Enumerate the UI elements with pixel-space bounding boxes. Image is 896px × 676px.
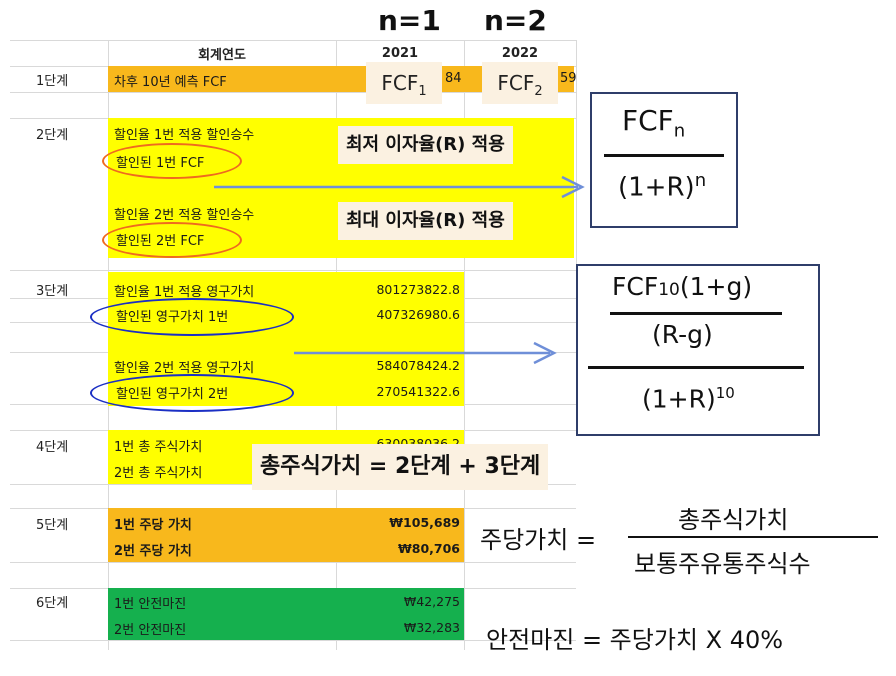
stage-label-5: 5단계 [36,518,69,533]
stage5-row-1: 1번 주당 가치 [114,518,192,533]
fcf1-subscript: 1 [418,84,427,99]
max-rate-tag: 최대 이자율(R) 적용 [338,202,513,240]
discount-formula-numerator: FCFn [622,104,685,142]
n-label-2: n=2 [484,4,547,37]
safety-margin-formula: 안전마진 = 주당가치 X 40% [486,626,784,654]
stage-label-4: 4단계 [36,440,69,455]
orange-highlight-oval-1 [102,143,242,179]
per-share-formula-lhs: 주당가치 = [480,526,597,554]
per-share-fraction-bar [628,536,878,538]
numerator-subscript: n [673,120,686,142]
fcf2-box: FCF2 [482,62,558,104]
stage6-fill [108,588,464,640]
stage4-row-1: 1번 총 주식가치 [114,440,203,455]
stage3-value-4: 270541322.6 [376,384,460,399]
stage5-value-2: ₩80,706 [397,541,460,556]
inner-fraction-bar [610,312,782,315]
year-2022-header: 2022 [501,46,539,61]
per-share-formula-denominator: 보통주유통주식수 [634,550,811,578]
fcf2-peek-value: 59 [560,71,577,86]
stage1-row: 차후 10년 예측 FCF [114,75,227,90]
arrow-right-icon [294,341,557,365]
stage4-row-2: 2번 총 주식가치 [114,466,203,481]
terminal-value-formula-box: FCF10(1+g) (R-g) (1+R)10 [576,264,820,436]
stage2-row-3: 할인율 2번 적용 할인승수 [114,208,255,223]
stage-label-2: 2단계 [36,128,69,143]
fcf1-box: FCF1 [366,62,442,104]
discount-formula-box: FCFn (1+R)n [590,92,738,228]
denominator-term: (1+R) [618,172,695,203]
n-label-1: n=1 [378,4,441,37]
stage6-row-2: 2번 안전마진 [114,623,187,638]
stage5-value-1: ₩105,689 [389,515,460,530]
year-2021-header: 2021 [381,46,419,61]
stage6-value-2: ₩32,283 [403,620,460,635]
fcf2-label: FCF [497,71,535,95]
terminal-formula-top-numerator: FCF10(1+g) [612,272,752,301]
fcf1-peek-value: 84 [445,71,462,86]
blue-highlight-oval-2 [90,374,294,412]
discount-formula-denominator: (1+R)n [618,170,706,203]
orange-highlight-oval-2 [102,222,242,258]
min-rate-tag: 최저 이자율(R) 적용 [338,126,513,164]
stage3-value-2: 407326980.6 [376,307,460,322]
stage6-row-1: 1번 안전마진 [114,597,187,612]
terminal-formula-top-denominator: (R-g) [652,320,713,349]
fiscal-year-header: 회계연도 [198,48,246,63]
top-numerator-fcf: FCF [612,272,659,301]
stage5-row-2: 2번 주당 가치 [114,544,192,559]
total-equity-banner: 총주식가치 = 2단계 + 3단계 [252,444,549,490]
outer-fraction-bar [588,366,804,369]
bottom-term: (1+R) [642,384,716,414]
stage3-row-1: 할인율 1번 적용 영구가치 [114,285,255,300]
stage-label-3: 3단계 [36,284,69,299]
stage-label-6: 6단계 [36,596,69,611]
fraction-bar [604,154,724,157]
top-numerator-subscript: 10 [658,280,680,300]
stage3-row-3: 할인율 2번 적용 영구가치 [114,361,255,376]
stage2-row-1: 할인율 1번 적용 할인승수 [114,128,255,143]
stage5-fill [108,508,464,562]
per-share-formula-numerator: 총주식가치 [678,506,789,534]
stage3-value-3: 584078424.2 [376,358,460,373]
denominator-exponent: n [694,170,707,191]
stage3-value-1: 801273822.8 [376,282,460,297]
numerator-fcf: FCF [622,104,674,137]
stage-label-1: 1단계 [36,74,69,89]
fcf1-label: FCF [381,71,419,95]
top-numerator-growth: (1+g) [679,272,753,301]
arrow-right-icon [214,175,585,199]
stage6-value-1: ₩42,275 [403,594,460,609]
terminal-formula-bottom: (1+R)10 [642,384,735,413]
blue-highlight-oval-1 [90,298,294,336]
bottom-exponent: 10 [715,384,735,402]
fcf2-subscript: 2 [534,84,543,99]
